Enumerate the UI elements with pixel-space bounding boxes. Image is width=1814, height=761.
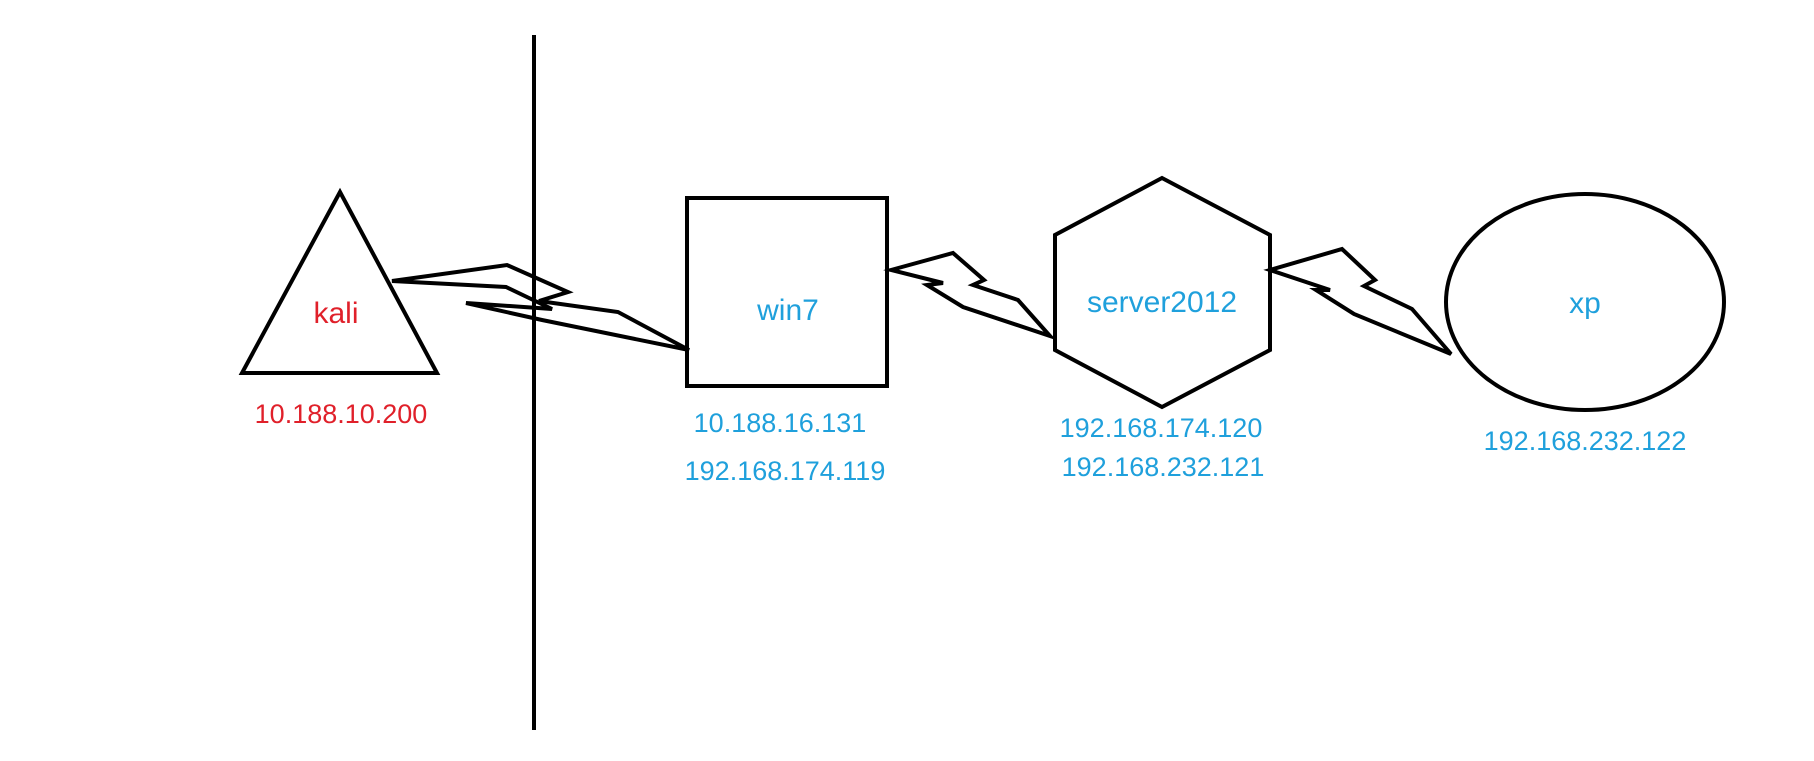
node-xp-label: xp — [1569, 287, 1601, 320]
node-win7: win7 10.188.16.131 192.168.174.119 — [685, 196, 889, 486]
node-server2012-ip-1: 192.168.174.120 — [1060, 413, 1263, 443]
link-server2012-xp-lightning-icon — [1263, 246, 1453, 356]
square-icon — [685, 196, 889, 388]
node-win7-label: win7 — [756, 294, 819, 327]
node-xp-ip-1: 192.168.232.122 — [1484, 426, 1687, 456]
triangle-icon — [238, 187, 441, 375]
node-server2012: server2012 192.168.174.120 192.168.232.1… — [1053, 175, 1272, 482]
node-xp: xp 192.168.232.122 — [1444, 192, 1726, 456]
node-win7-ip-2: 192.168.174.119 — [685, 456, 886, 486]
node-server2012-label: server2012 — [1087, 286, 1237, 319]
node-win7-ip-1: 10.188.16.131 — [694, 408, 867, 438]
ellipse-icon — [1444, 192, 1726, 412]
hexagon-icon — [1053, 175, 1272, 410]
node-kali: kali 10.188.10.200 — [238, 187, 441, 429]
node-kali-label: kali — [313, 297, 358, 330]
node-server2012-ip-2: 192.168.232.121 — [1062, 452, 1265, 482]
link-kali-win7-lightning-icon — [391, 262, 690, 352]
link-win7-server2012-lightning-icon — [883, 250, 1057, 341]
node-kali-ip-1: 10.188.10.200 — [255, 399, 428, 429]
